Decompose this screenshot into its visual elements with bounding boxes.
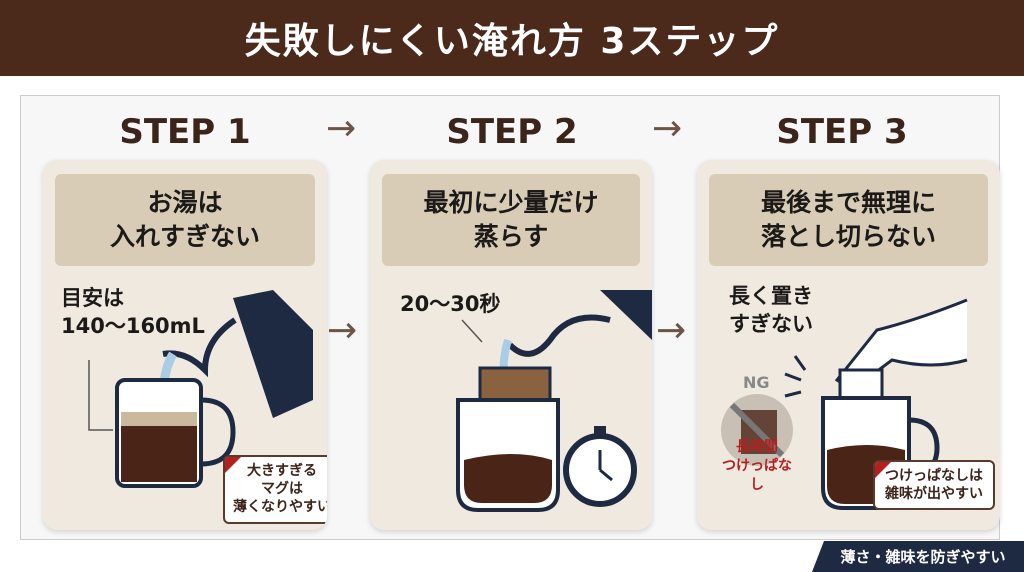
step-3-text: 長く置き すぎない: [729, 284, 813, 337]
step-2-label: STEP 2: [446, 112, 578, 152]
arrow-icon: →: [656, 310, 687, 351]
arrow-icon: →: [326, 108, 357, 149]
step-1-note: 大きすぎる マグは 薄くなりやすい: [223, 455, 327, 524]
step-1-label: STEP 1: [119, 112, 251, 152]
step-2-card: 最初に少量だけ 蒸らす 20〜30秒: [370, 160, 652, 530]
kettle-icon: [88, 290, 313, 488]
prohibited-icon: [721, 394, 793, 466]
step-2-heading: 最初に少量だけ 蒸らす: [382, 174, 640, 266]
header: 失敗しにくい淹れ方 3ステップ: [0, 0, 1024, 76]
arrow-icon: →: [327, 310, 358, 351]
ng-text: 長時間 つけっぱなし: [722, 439, 792, 493]
step-3-card: 最後まで無理に 落とし切らない 長く置き すぎない NG 長時間 つけっぱなし …: [697, 160, 1000, 530]
step-3-label: STEP 3: [776, 112, 908, 152]
measuring-mug-icon: [115, 378, 236, 488]
ng-label: NG: [743, 373, 770, 392]
arrow-icon: →: [652, 108, 683, 149]
step-1-heading: お湯は 入れすぎない: [55, 174, 315, 266]
page-title: 失敗しにくい淹れ方 3ステップ: [244, 21, 780, 62]
step-2-text: 20〜30秒: [400, 292, 501, 316]
drip-bag-icon: [456, 290, 652, 512]
footer-banner: 薄さ・雑味を防ぎやすい: [812, 541, 1024, 572]
stopwatch-icon: [563, 426, 637, 507]
step-1-card: お湯は 入れすぎない 目安は 140〜160mL 大きすぎる マグは 薄くなりや…: [43, 160, 327, 530]
step-1-text: 目安は 140〜160mL: [61, 286, 205, 339]
step-3-note: つけっぱなしは 雑味が出やすい: [873, 460, 995, 511]
step-3-heading: 最後まで無理に 落とし切らない: [709, 174, 988, 266]
